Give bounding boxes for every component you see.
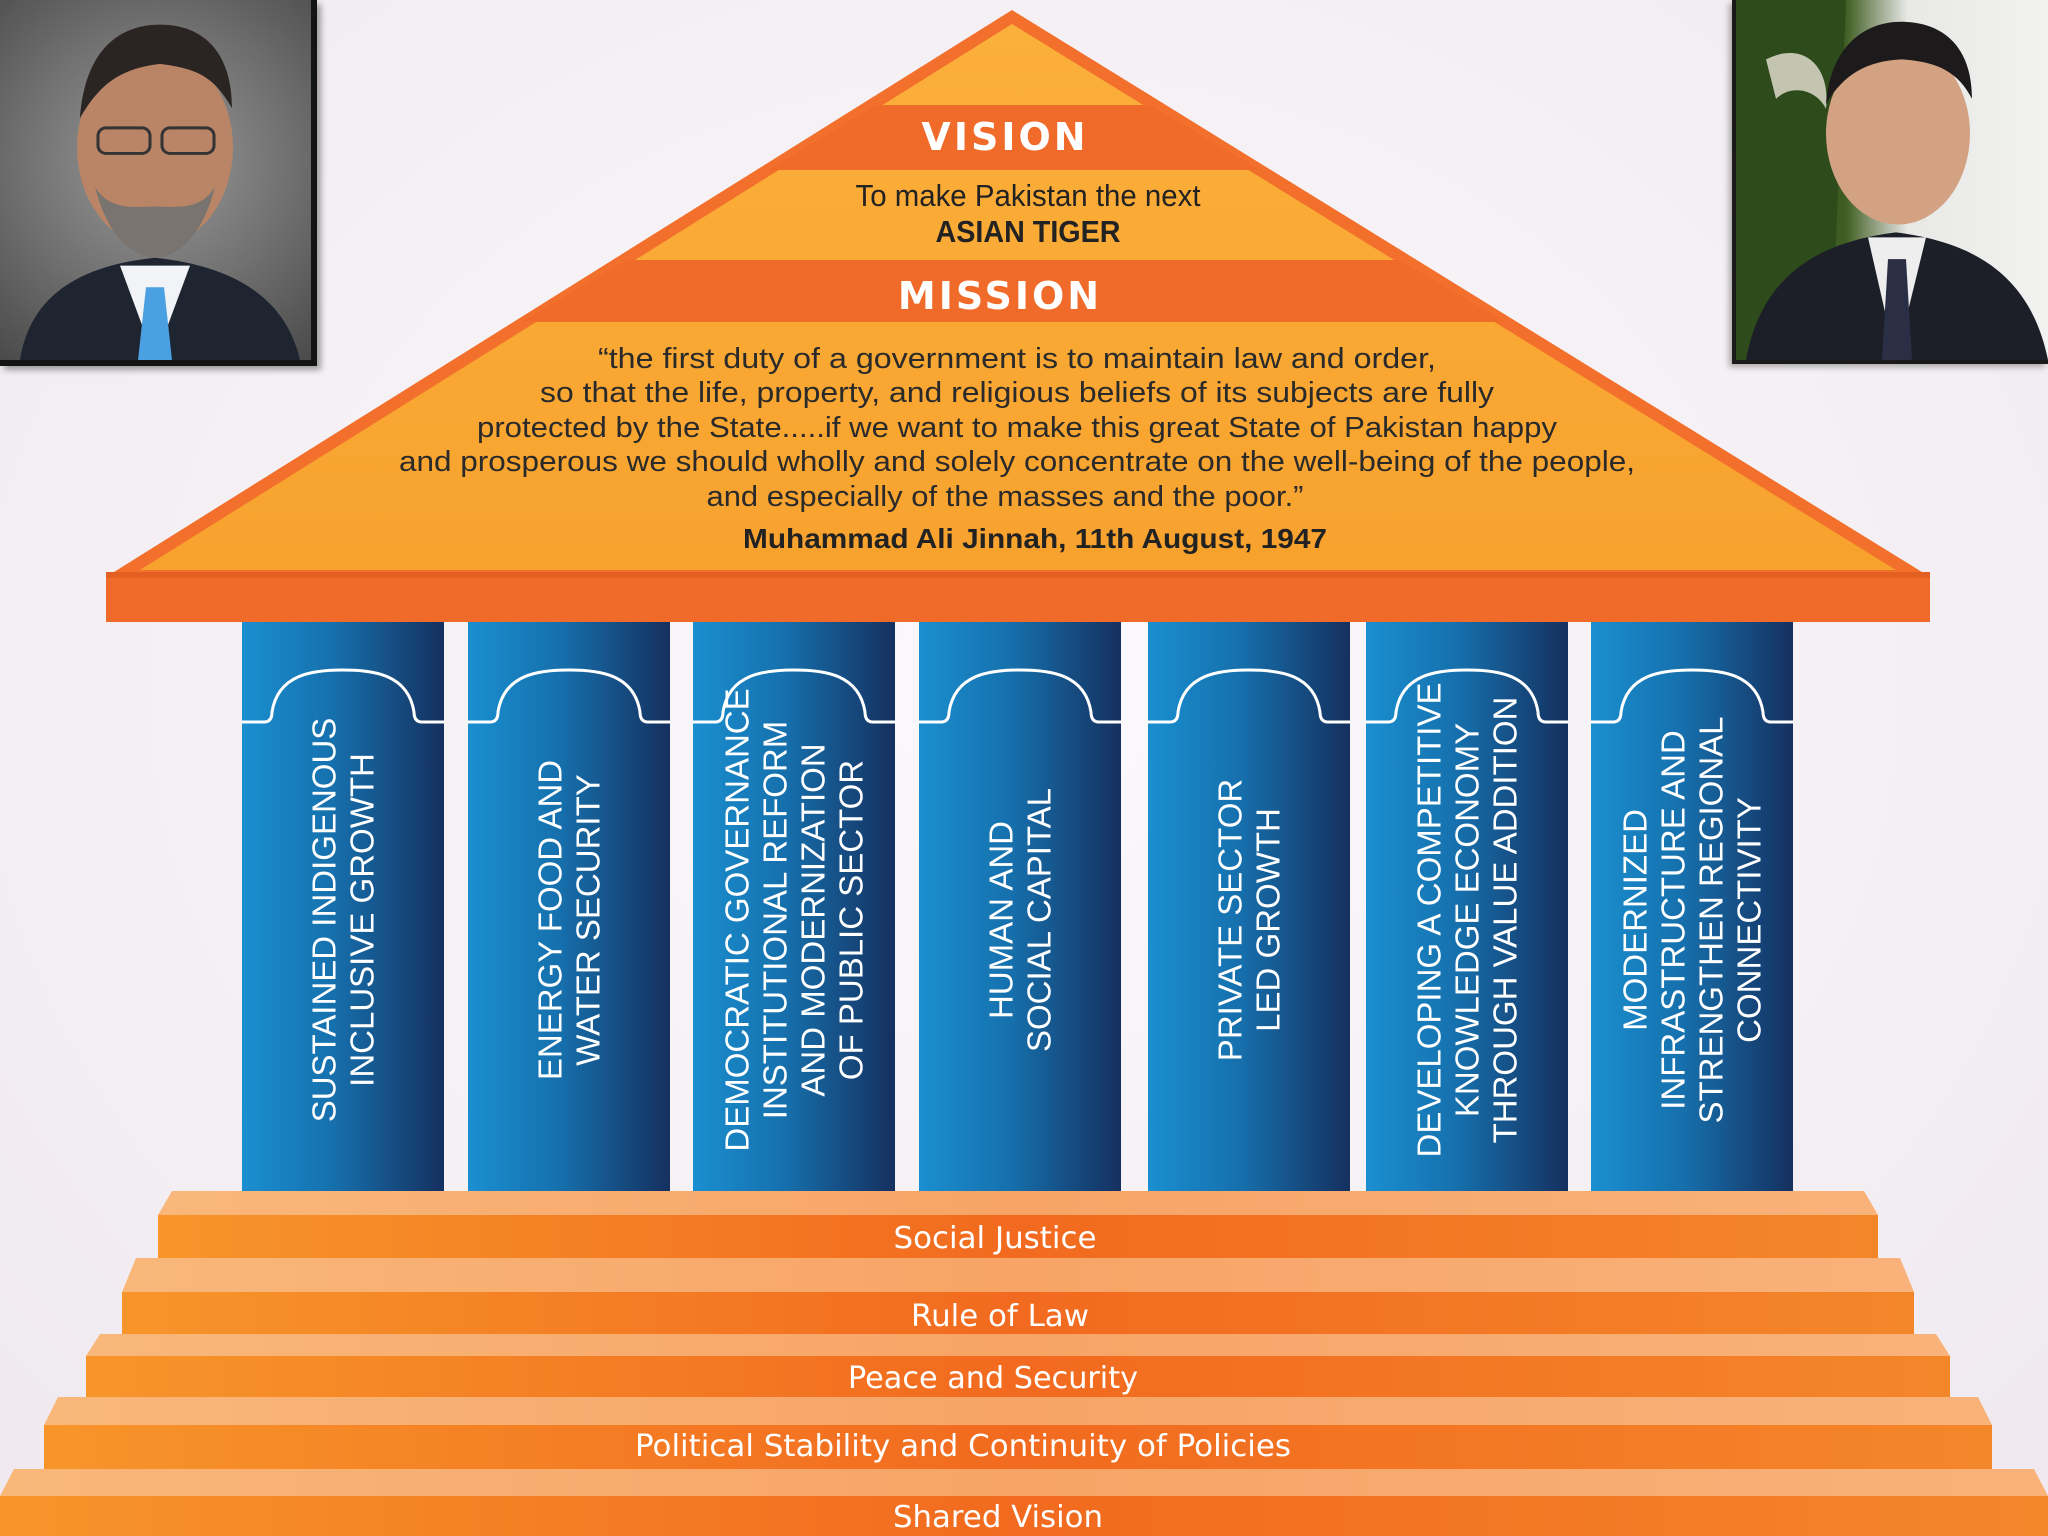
step-riser — [158, 1215, 1878, 1258]
pillar-label-line: SOCIAL CAPITAL — [1021, 788, 1058, 1052]
vision-line-2: ASIAN TIGER — [936, 214, 1121, 249]
mission-quote-line-3: protected by the State.....if we want to… — [477, 412, 1558, 444]
pillar-label-line: KNOWLEDGE ECONOMY — [1449, 723, 1486, 1117]
vision-band — [768, 105, 1260, 170]
pillar-capital-arch — [1366, 668, 1568, 724]
pillar-shaft — [693, 622, 895, 1191]
vision-line-1: To make Pakistan the next — [856, 178, 1201, 213]
pillar-shaft — [1148, 622, 1350, 1191]
step-3: Peace and Security — [86, 1334, 1950, 1397]
entablature — [106, 572, 1930, 622]
step-tread — [86, 1334, 1950, 1356]
pillar-label-line: INFRASTRUCTURE AND — [1655, 730, 1692, 1110]
mission-quote-line-5: and especially of the masses and the poo… — [707, 481, 1304, 513]
step-tread — [122, 1258, 1914, 1292]
person-with-flag-icon — [1736, 0, 2048, 360]
step-label: Rule of Law — [911, 1299, 1089, 1334]
pillar-capital-arch — [242, 668, 444, 724]
pillar-capital-arch — [919, 668, 1121, 724]
pillar-label-line: ENERGY FOOD AND — [532, 760, 569, 1080]
pillar-label-line: SUSTAINED INDIGENOUS — [306, 718, 343, 1123]
step-1: Social Justice — [158, 1191, 1878, 1258]
pillar-label-line: DEMOCRATIC GOVERNANCE — [719, 688, 756, 1151]
pillar-label-line: WATER SECURITY — [570, 774, 607, 1066]
step-2: Rule of Law — [122, 1258, 1914, 1334]
person-silhouette-icon — [20, 24, 300, 360]
mission-heading: MISSION — [898, 274, 1102, 318]
pillar-label-line: OF PUBLIC SECTOR — [833, 760, 870, 1080]
pillar-label-line: DEVELOPING A COMPETITIVE — [1411, 683, 1448, 1158]
portrait-photo-left — [0, 0, 317, 366]
step-tread — [44, 1397, 1992, 1425]
pillar-capital-arch — [693, 668, 895, 724]
mission-quote-line-1: “the first duty of a government is to ma… — [598, 343, 1436, 375]
portrait-photo-right — [1732, 0, 2048, 364]
mission-band — [521, 260, 1506, 322]
step-riser — [86, 1356, 1950, 1397]
pillar-label-line: THROUGH VALUE ADDITION — [1487, 697, 1524, 1144]
pillar-label-line: STRENGTHEN REGIONAL — [1693, 716, 1730, 1123]
step-riser — [122, 1292, 1914, 1334]
vision-heading: VISION — [921, 115, 1088, 159]
mission-quote-line-2: so that the life, property, and religiou… — [540, 377, 1495, 409]
step-tread — [0, 1469, 2048, 1496]
pillar-shaft — [242, 622, 444, 1191]
pillar-capital-arch — [1148, 668, 1350, 724]
step-riser — [0, 1496, 2048, 1536]
pillar-shaft — [1591, 622, 1793, 1191]
pillar-shaft — [919, 622, 1121, 1191]
pillar-label-line: MODERNIZED — [1617, 809, 1654, 1031]
step-label: Political Stability and Continuity of Po… — [635, 1429, 1291, 1464]
pillar-label-line: INSTITUTIONAL REFORM — [757, 721, 794, 1119]
pillar-label-line: HUMAN AND — [983, 821, 1020, 1019]
mission-attribution: Muhammad Ali Jinnah, 11th August, 1947 — [743, 523, 1327, 554]
step-4: Political Stability and Continuity of Po… — [44, 1397, 1992, 1469]
pillar-shaft — [468, 622, 670, 1191]
pillar-label-line: LED GROWTH — [1250, 808, 1287, 1032]
step-label: Peace and Security — [848, 1361, 1138, 1396]
pillar-capital-arch — [468, 668, 670, 724]
pillar-label-line: PRIVATE SECTOR — [1212, 779, 1249, 1061]
mission-quote-line-4: and prosperous we should wholly and sole… — [399, 446, 1635, 478]
pillar-label-line: AND MODERNIZATION — [795, 743, 832, 1096]
pillar-capital-arch — [1591, 668, 1793, 724]
step-label: Shared Vision — [893, 1500, 1103, 1535]
step-tread — [158, 1191, 1878, 1215]
pillar-label-line: CONNECTIVITY — [1731, 797, 1768, 1043]
pillar-shaft — [1366, 622, 1568, 1191]
step-riser — [44, 1425, 1992, 1469]
pillar-label-line: INCLUSIVE GROWTH — [344, 753, 381, 1087]
step-5: Shared Vision — [0, 1469, 2048, 1536]
step-label: Social Justice — [894, 1221, 1097, 1256]
